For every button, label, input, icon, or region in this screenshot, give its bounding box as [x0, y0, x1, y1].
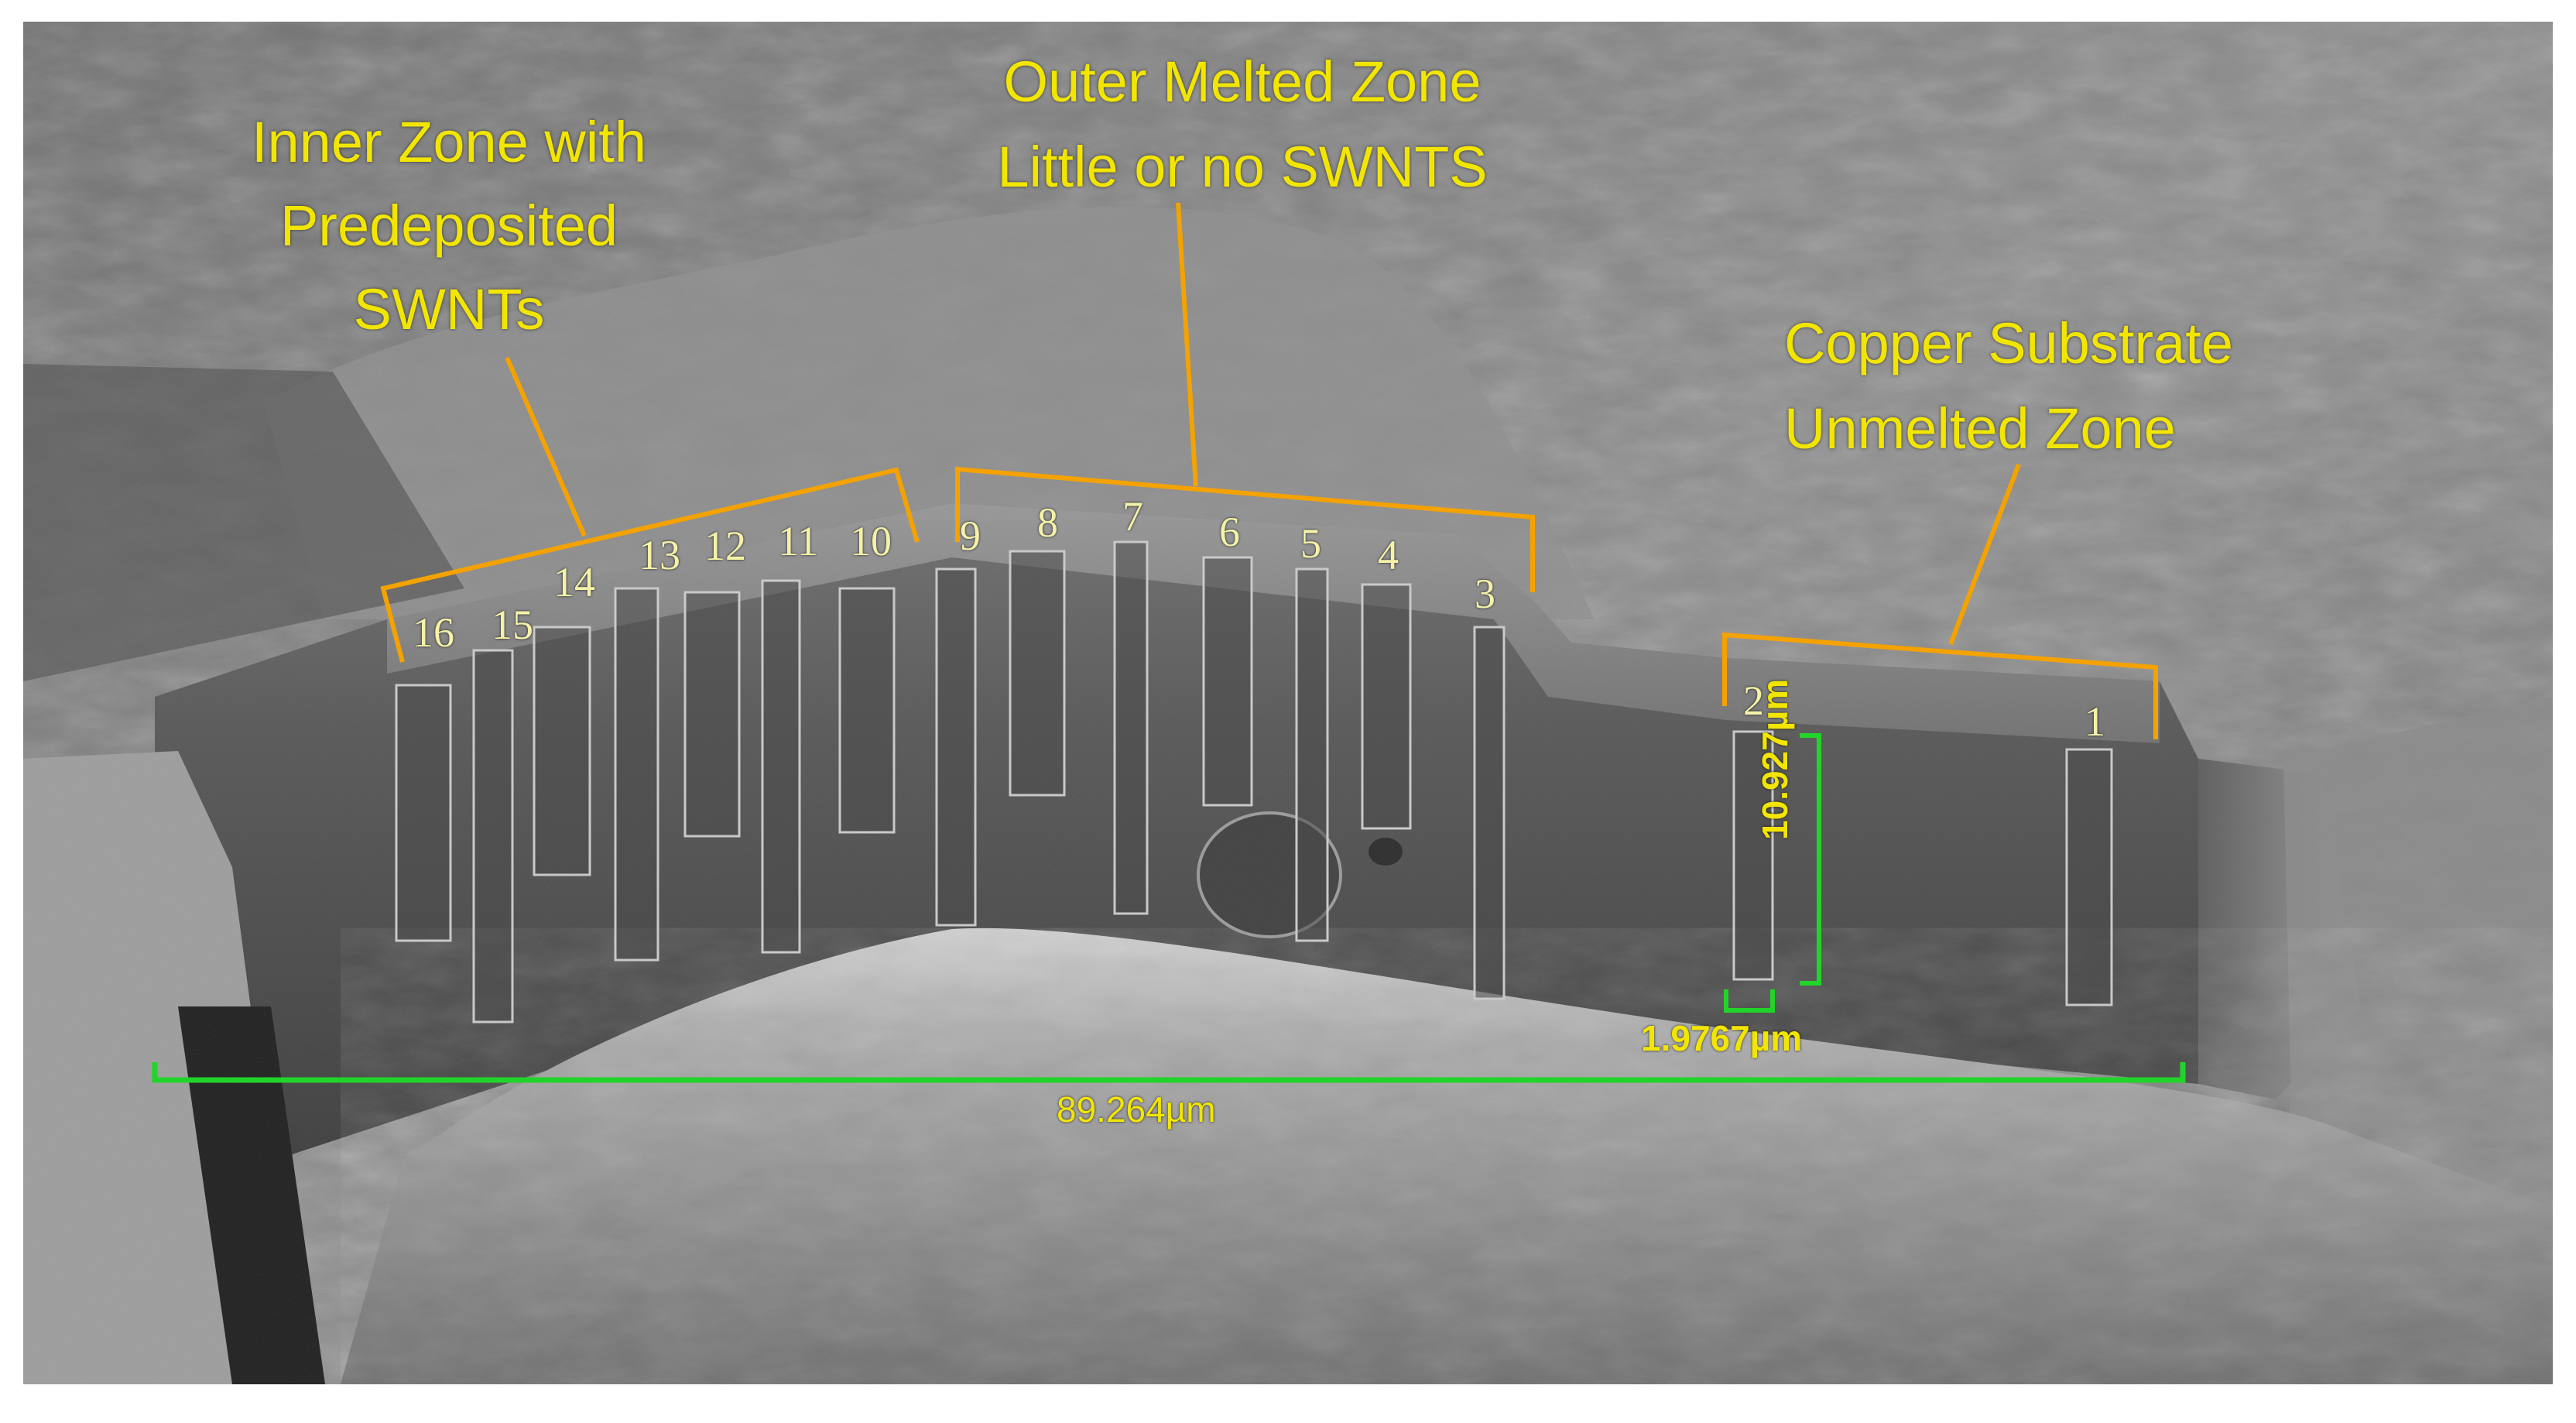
fib-site-rect [472, 649, 514, 1024]
site-number-3: 3 [1475, 571, 1495, 617]
fib-site-rect [395, 684, 452, 942]
fib-site-rect [683, 591, 741, 838]
inner-zone-label-line-1: Inner Zone with [251, 110, 647, 174]
outer-zone-label-line-1: Outer Melted Zone [1003, 50, 1482, 114]
site-number-14: 14 [553, 559, 595, 605]
fib-site-rect [838, 587, 896, 834]
outer-zone-bracket [955, 466, 1535, 592]
site-number-10: 10 [850, 518, 892, 564]
fib-site-rect [2065, 748, 2113, 1006]
fib-site-rect [1295, 567, 1329, 942]
site-number-8: 8 [1037, 499, 1058, 546]
site-number-5: 5 [1300, 520, 1321, 567]
fib-site-rect [1732, 730, 1774, 981]
width-marker [1724, 989, 1775, 1013]
outer-zone-label-line-2: Little or no SWNTS [997, 135, 1488, 199]
site-number-7: 7 [1122, 493, 1143, 540]
site-number-13: 13 [639, 532, 680, 578]
fib-site-rect [614, 587, 659, 962]
copper-zone-label-line-2: Unmelted Zone [1784, 396, 2176, 461]
site-number-9: 9 [960, 513, 981, 559]
inner-zone-label-line-3: SWNTs [353, 277, 545, 341]
copper-zone-label-line-1: Copper Substrate [1784, 311, 2234, 375]
site-number-12: 12 [704, 523, 746, 569]
fib-site-rect [1202, 556, 1253, 807]
fib-site-rect [935, 567, 977, 927]
fib-site-rect [1113, 540, 1149, 915]
fib-site-rect [761, 579, 801, 954]
fib-site-rect [1361, 583, 1412, 830]
fib-sites [395, 540, 2113, 1024]
copper-zone-bracket [1722, 632, 2158, 739]
site-number-4: 4 [1378, 532, 1399, 578]
inner-zone-bracket [380, 467, 920, 663]
site-number-6: 6 [1219, 509, 1240, 555]
inner-zone-label-line-2: Predeposited [279, 194, 618, 258]
inner-zone-callout [505, 356, 587, 537]
site-number-11: 11 [778, 518, 818, 564]
fib-site-rect [1009, 550, 1066, 797]
site-number-2: 2 [1743, 677, 1764, 724]
height-marker [1800, 733, 1821, 986]
outer-zone-callout [1176, 202, 1198, 487]
span-measurement-label: 89.264µm [1057, 1089, 1216, 1130]
height-measurement-label: 10.927µm [1755, 678, 1795, 840]
span-marker [152, 1062, 2186, 1083]
site-number-1: 1 [2084, 698, 2105, 745]
fib-site-rect [1473, 626, 1506, 1000]
site-number-15: 15 [492, 602, 533, 648]
copper-zone-callout [1948, 463, 2021, 646]
site-number-16: 16 [413, 609, 454, 656]
width-measurement-label: 1.9767µm [1641, 1018, 1803, 1058]
fib-site-rect [533, 626, 591, 876]
